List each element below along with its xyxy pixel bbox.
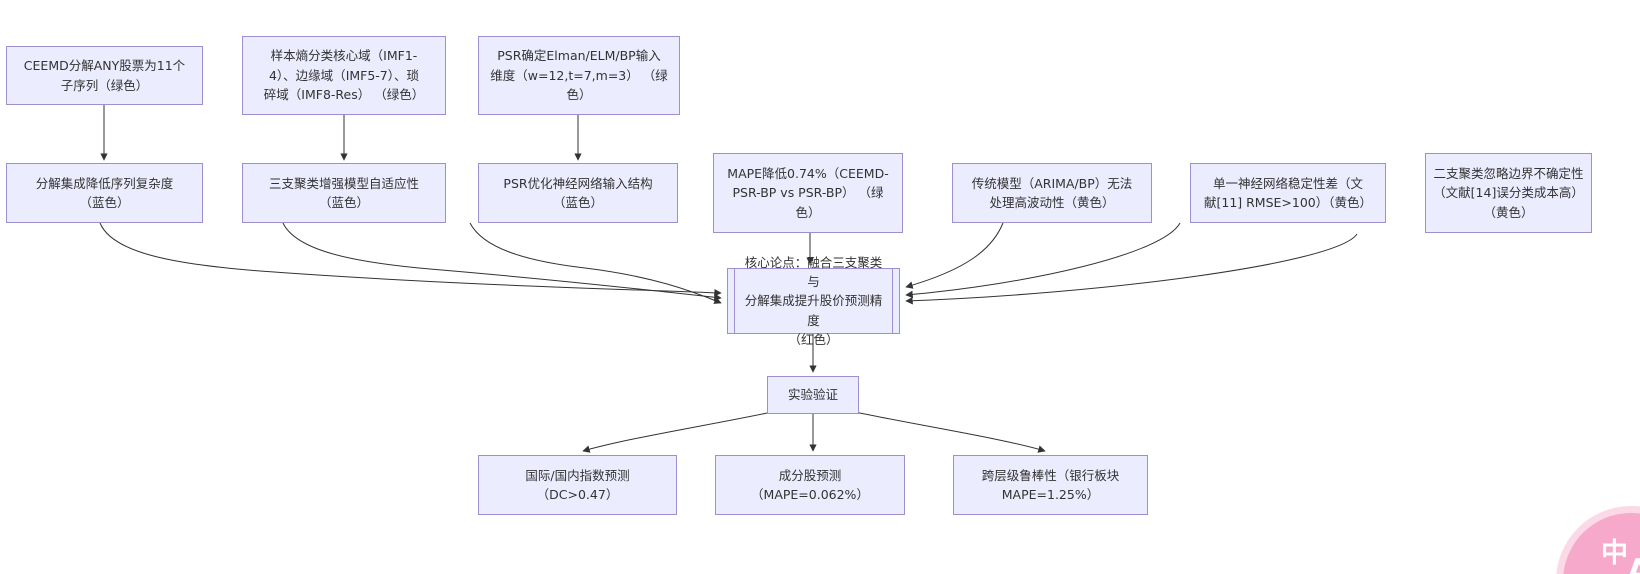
node-psr-input-dimension: PSR确定Elman/ELM/BP输入 维度（w=12,t=7,m=3） （绿 …: [478, 36, 680, 115]
translate-zh-glyph: 中: [1601, 538, 1628, 569]
node-single-nn-instability: 单一神经网络稳定性差（文 献[11] RMSE>100）（黄色）: [1190, 163, 1386, 223]
edge-exp-e3: [854, 411, 1046, 453]
node-mape-reduction: MAPE降低0.74%（CEEMD- PSR-BP vs PSR-BP） （绿 …: [713, 153, 903, 233]
node-sample-entropy-domains: 样本熵分类核心域（IMF1- 4）、边缘域（IMF5-7）、琐 碎域（IMF8-…: [242, 36, 446, 115]
node-two-way-clustering-limits: 二支聚类忽略边界不确定性 （文献[14]误分类成本高） （黄色）: [1425, 153, 1592, 233]
edge-m5-core: [905, 222, 1004, 289]
node-label: 核心论点：融合三支聚类与 分解集成提升股价预测精度 （红色）: [744, 254, 883, 348]
node-label: 实验验证: [787, 387, 838, 403]
edge-m3-core: [469, 222, 722, 304]
node-label: MAPE降低0.74%（CEEMD- PSR-BP vs PSR-BP） （绿 …: [727, 165, 889, 220]
node-ceemd-decompose: CEEMD分解ANY股票为11个 子序列（绿色）: [6, 46, 203, 105]
node-label: CEEMD分解ANY股票为11个 子序列（绿色）: [23, 58, 186, 93]
node-core-thesis: 核心论点：融合三支聚类与 分解集成提升股价预测精度 （红色）: [727, 255, 900, 347]
translate-widget-inner-circle: 中 A: [1563, 513, 1640, 574]
node-label: 传统模型（ARIMA/BP）无法 处理高波动性（黄色）: [971, 175, 1133, 210]
node-label: 跨层级鲁棒性（银行板块 MAPE=1.25%）: [981, 467, 1120, 502]
node-label: 成分股预测 （MAPE=0.062%）: [751, 467, 869, 502]
translate-widget-button[interactable]: 中 A: [1556, 506, 1640, 574]
edge-m1-core: [99, 222, 722, 297]
node-label: 单一神经网络稳定性差（文 献[11] RMSE>100）（黄色）: [1203, 175, 1373, 210]
edge-m2-core: [282, 222, 722, 301]
node-label: PSR确定Elman/ELM/BP输入 维度（w=12,t=7,m=3） （绿 …: [490, 48, 668, 103]
edge-m7-core: [905, 233, 1358, 305]
edge-exp-e1: [582, 411, 773, 453]
node-label: 国际/国内指数预测 （DC>0.47）: [525, 467, 630, 502]
node-three-way-adaptivity: 三支聚类增强模型自适应性 （蓝色）: [242, 163, 446, 223]
node-index-prediction: 国际/国内指数预测 （DC>0.47）: [478, 455, 677, 515]
node-decomposition-complexity: 分解集成降低序列复杂度 （蓝色）: [6, 163, 203, 223]
node-traditional-model-limits: 传统模型（ARIMA/BP）无法 处理高波动性（黄色）: [952, 163, 1152, 223]
node-label: 三支聚类增强模型自适应性 （蓝色）: [268, 175, 419, 210]
translate-en-glyph: A: [1627, 553, 1640, 574]
node-experiment-validation: 实验验证: [767, 376, 859, 414]
node-cross-level-robustness: 跨层级鲁棒性（银行板块 MAPE=1.25%）: [953, 455, 1148, 515]
node-label: 二支聚类忽略边界不确定性 （文献[14]误分类成本高） （黄色）: [1433, 165, 1584, 220]
node-label: 样本熵分类核心域（IMF1- 4）、边缘域（IMF5-7）、琐 碎域（IMF8-…: [263, 48, 425, 103]
node-constituent-stock-prediction: 成分股预测 （MAPE=0.062%）: [715, 455, 905, 515]
node-label: PSR优化神经网络输入结构 （蓝色）: [503, 175, 653, 210]
edge-m6-core: [905, 222, 1181, 299]
node-label: 分解集成降低序列复杂度 （蓝色）: [35, 175, 174, 210]
node-psr-input-structure: PSR优化神经网络输入结构 （蓝色）: [478, 163, 678, 223]
